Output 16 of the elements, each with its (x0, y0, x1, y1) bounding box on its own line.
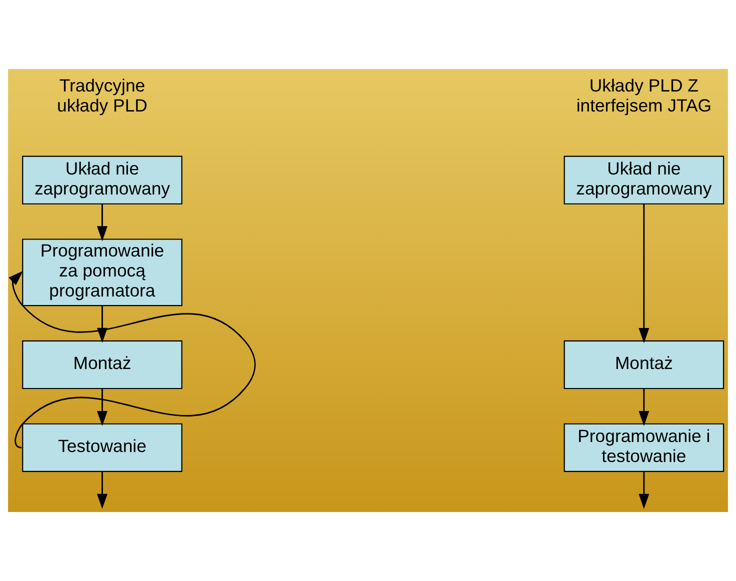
node-box: Układ nie zaprogramowany (22, 156, 182, 204)
node-box: Montaż (564, 340, 724, 390)
arrow (8, 270, 256, 448)
node-box: Programowanie i testowanie (564, 423, 724, 472)
node-box: Programowanie za pomocą programatora (22, 238, 182, 306)
node-box: Układ nie zaprogramowany (564, 156, 724, 204)
label: Tradycyjne układy PLD (57, 75, 148, 116)
arrow (96, 204, 108, 242)
arrow (96, 472, 108, 509)
arrow (96, 388, 108, 426)
node-box: Testowanie (22, 423, 182, 472)
arrow (638, 388, 650, 426)
label: Układy PLD Z interfejsem JTAG (576, 75, 712, 116)
arrow (638, 472, 650, 509)
node-box: Montaż (22, 340, 182, 390)
arrow (638, 204, 650, 344)
